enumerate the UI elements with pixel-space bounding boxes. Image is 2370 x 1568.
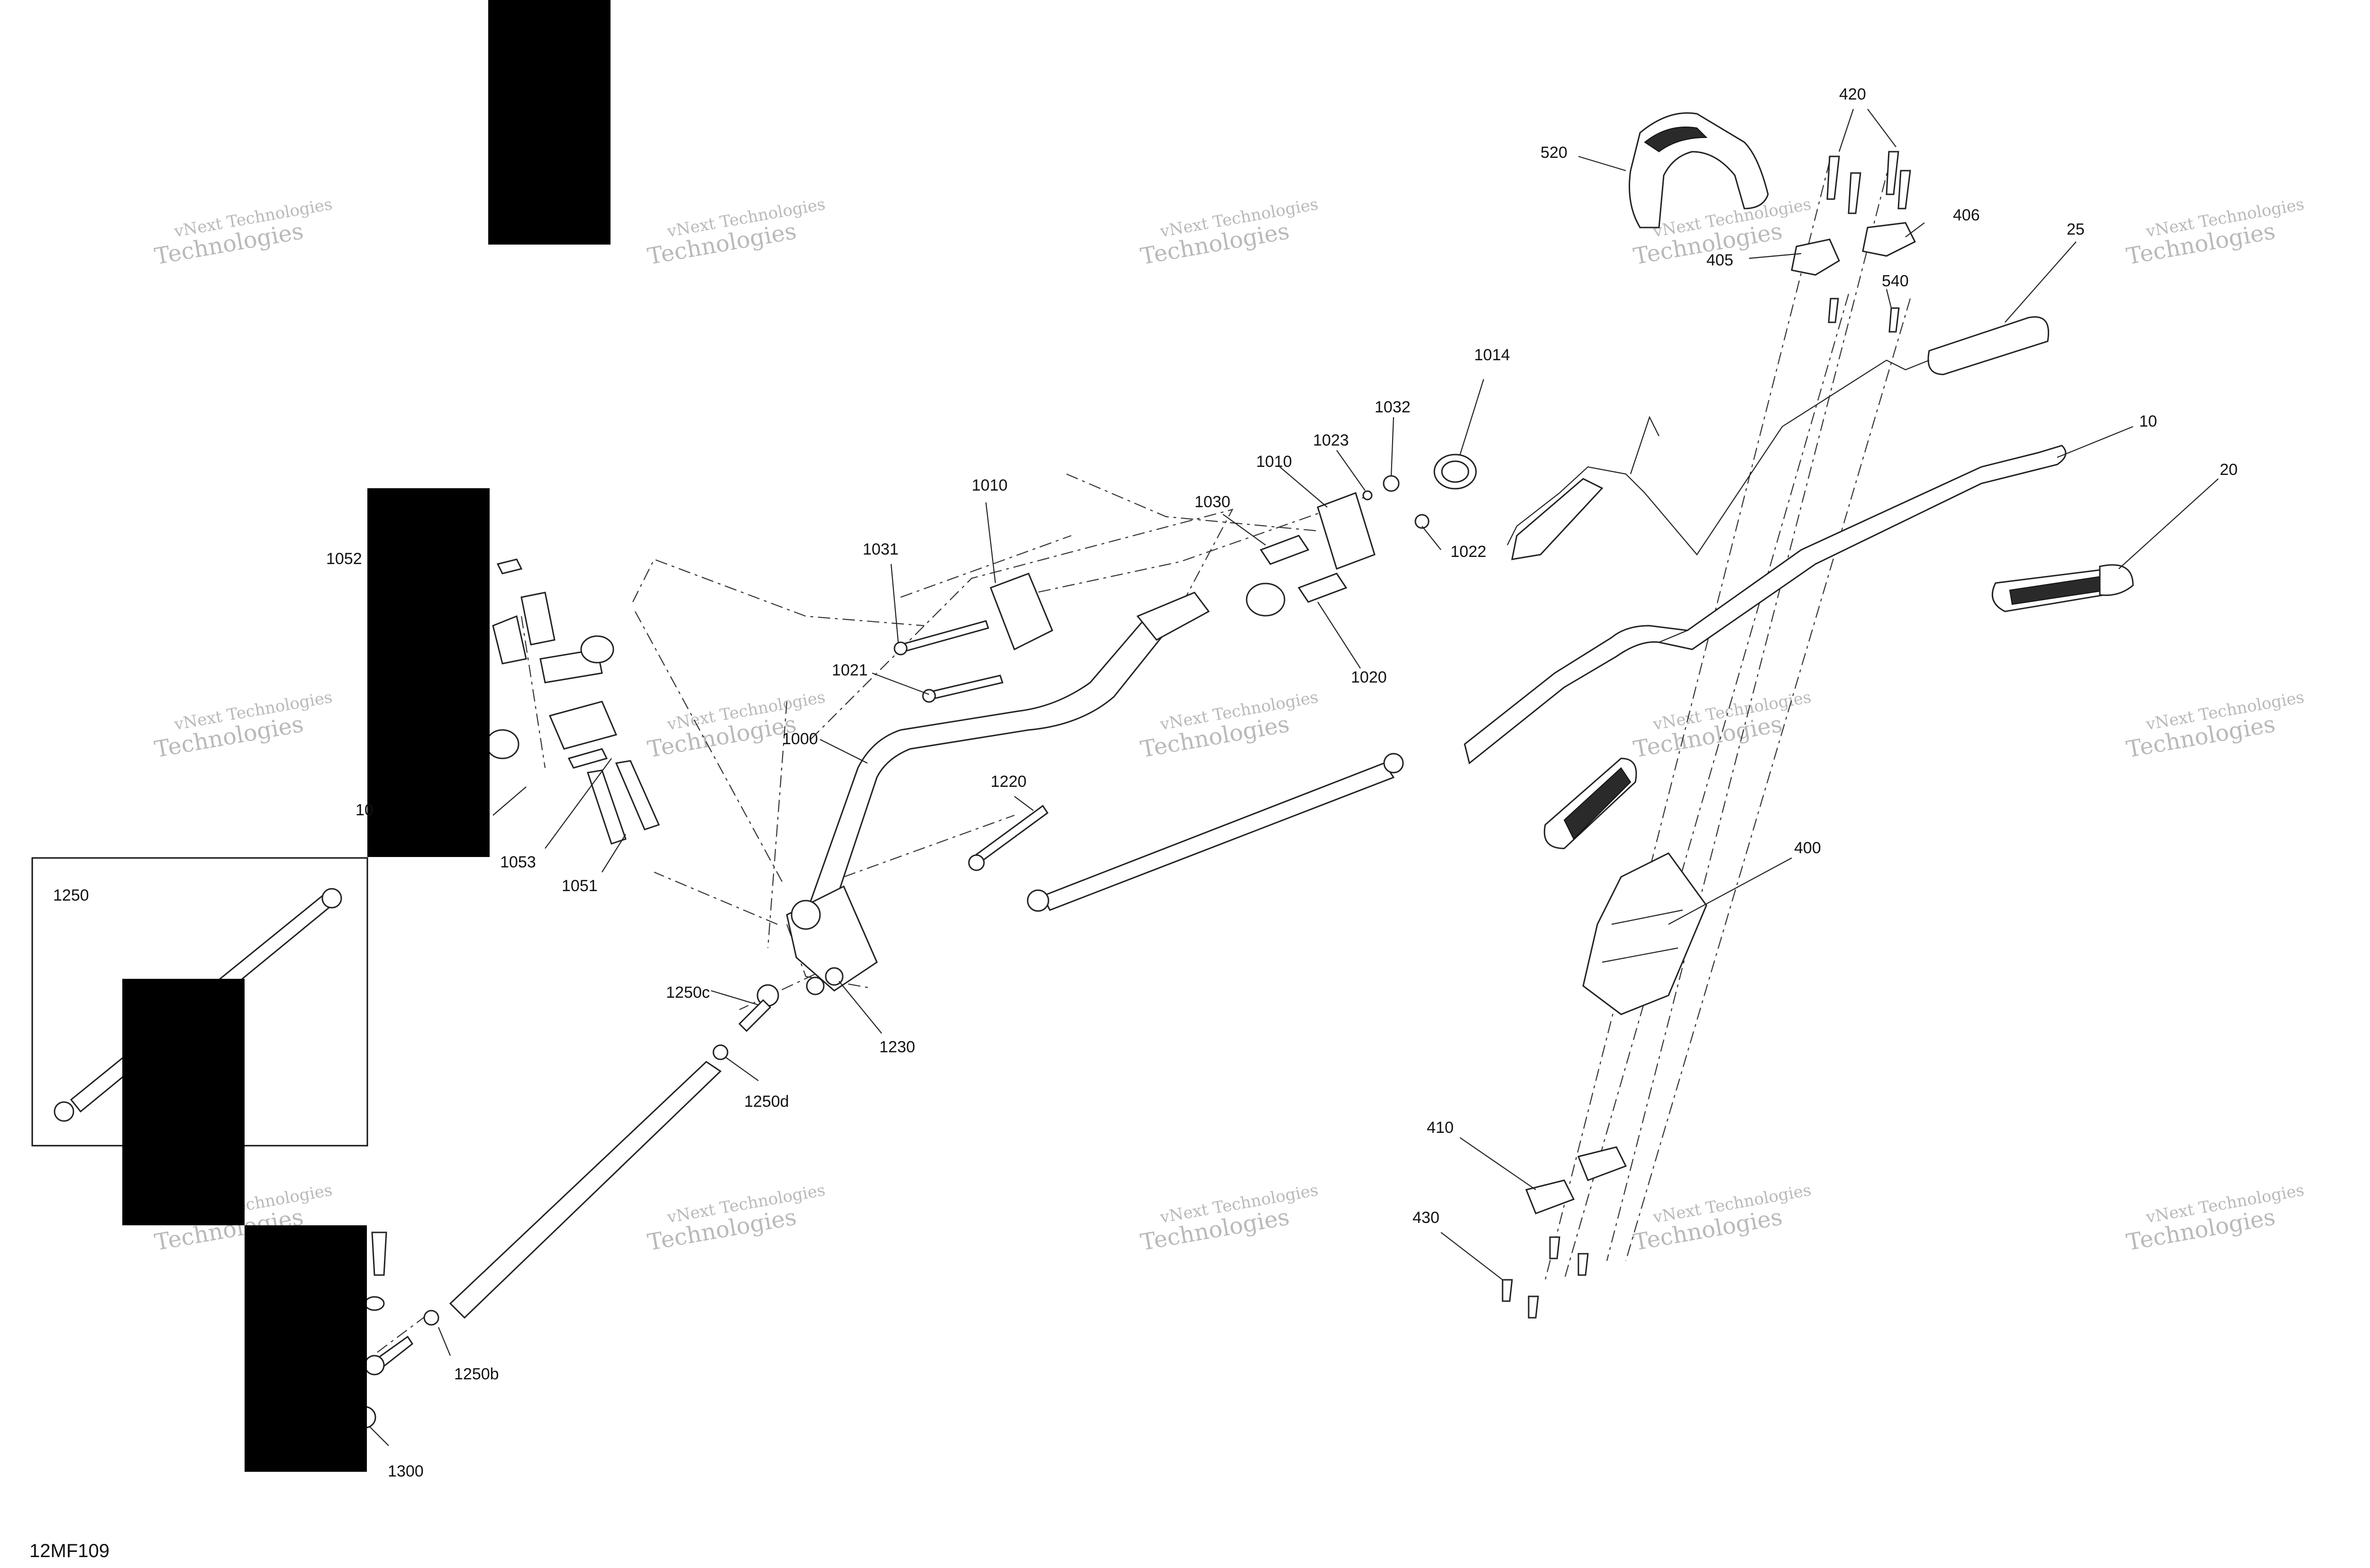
ring-1014 — [1433, 454, 1477, 490]
callout-400: 400 — [1794, 839, 1821, 857]
callout-1010: 1010 — [1256, 453, 1292, 471]
bolts-540 — [1828, 298, 1900, 333]
watermark: vNext Technologies Technologies — [2124, 1181, 2306, 1256]
callout-420: 420 — [1839, 85, 1866, 103]
nut-1022 — [1414, 514, 1430, 529]
callout-10: 10 — [356, 801, 374, 819]
lower-clamps-410 — [1525, 1146, 1627, 1214]
column-lower-bore — [791, 900, 821, 930]
callout-430: 430 — [1413, 1209, 1440, 1227]
bolt-1220 — [968, 804, 1049, 871]
upper-support-1010 — [990, 492, 1376, 651]
redaction-block — [488, 0, 611, 245]
tie-rod-lower — [423, 984, 779, 1326]
grip-20 — [1991, 564, 2134, 612]
callout-1023: 1023 — [1313, 431, 1349, 449]
inset-label: 1250 — [53, 886, 89, 904]
leader-lines — [369, 109, 2219, 1446]
callout-1051: 1051 — [562, 877, 598, 895]
callout-405: 405 — [1706, 251, 1733, 269]
callout-1052: 1052 — [326, 550, 362, 568]
redaction-blocks — [122, 0, 611, 1472]
callout-1053: 1053 — [500, 853, 536, 871]
tie-rod-upper — [1027, 753, 1404, 912]
watermark: vNext Technologies Technologies — [646, 195, 827, 270]
bolt-1021 — [922, 675, 1003, 703]
callout-1250b: 1250b — [454, 1365, 499, 1383]
heated-grip-25 — [1507, 316, 2050, 560]
redaction-block — [367, 488, 490, 857]
callout-1032: 1032 — [1375, 398, 1411, 416]
clamp-405 — [1791, 238, 1840, 276]
watermark: vNext Technologies Technologies — [153, 688, 334, 763]
callout-1014: 1014 — [1474, 346, 1510, 364]
nuts-1230 — [806, 967, 844, 995]
bolts-430 — [1502, 1236, 1589, 1319]
handlebar-pad-520 — [1629, 112, 1769, 228]
callout-1300: 1300 — [388, 1462, 424, 1480]
spacer-1053 — [567, 748, 608, 769]
riser-400 — [1582, 852, 1707, 1015]
callout-1250d: 1250d — [744, 1093, 789, 1111]
nut-1032 — [1383, 475, 1400, 492]
clamp-406 — [1862, 222, 1916, 257]
callout-25: 25 — [2067, 220, 2085, 238]
watermark: vNext Technologies Technologies — [1139, 1181, 1320, 1256]
callout-1230: 1230 — [879, 1038, 915, 1056]
callout-410: 410 — [1427, 1119, 1454, 1137]
callout-1010: 1010 — [972, 476, 1008, 494]
watermark: vNext Technologies Technologies — [1632, 1181, 1813, 1256]
drawing-id: 12MF109 — [29, 1541, 109, 1561]
redaction-block — [245, 1225, 367, 1472]
callout-labels: 520 420 406 405 540 25 10 20 400 410 430… — [326, 85, 2238, 1480]
bolt-1031 — [893, 620, 989, 656]
callout-1000: 1000 — [782, 730, 818, 748]
watermark: vNext Technologies Technologies — [2124, 195, 2306, 270]
bolts-1051 — [587, 760, 660, 845]
watermark: vNext Technologies Technologies — [1139, 688, 1320, 763]
ring-1020 — [1246, 583, 1285, 617]
bolts-420 — [1826, 151, 1911, 214]
callout-406: 406 — [1953, 206, 1980, 224]
watermark: vNext Technologies Technologies — [2124, 688, 2306, 763]
bushing-1020 — [1246, 573, 1348, 617]
callout-1022: 1022 — [1450, 543, 1486, 561]
callout-1031: 1031 — [863, 540, 899, 558]
callout-1021: 1021 — [832, 661, 868, 679]
callout-540: 540 — [1882, 272, 1909, 290]
steering-column-1000 — [786, 592, 1210, 992]
assembly-guide-lines — [360, 156, 1911, 1366]
redaction-block — [122, 979, 245, 1225]
callout-520: 520 — [1540, 144, 1568, 162]
watermark: vNext Technologies Technologies — [153, 195, 334, 270]
callout-1220: 1220 — [991, 773, 1027, 791]
watermark: vNext Technologies Technologies — [1632, 688, 1813, 763]
callout-10: 10 — [2139, 412, 2157, 430]
callout-1250c: 1250c — [666, 984, 710, 1002]
bushing-1030 — [1259, 535, 1310, 565]
callout-1030: 1030 — [1194, 493, 1231, 511]
watermark: vNext Technologies Technologies — [646, 1181, 827, 1256]
grip-left — [1543, 757, 1637, 849]
callout-1020: 1020 — [1351, 668, 1387, 686]
watermark: vNext Technologies Technologies — [1139, 195, 1320, 270]
washer-1023 — [1362, 490, 1373, 501]
bearing-parts-1052 — [485, 558, 618, 759]
callout-20: 20 — [2220, 461, 2238, 479]
watermark: vNext Technologies Technologies — [646, 688, 827, 763]
